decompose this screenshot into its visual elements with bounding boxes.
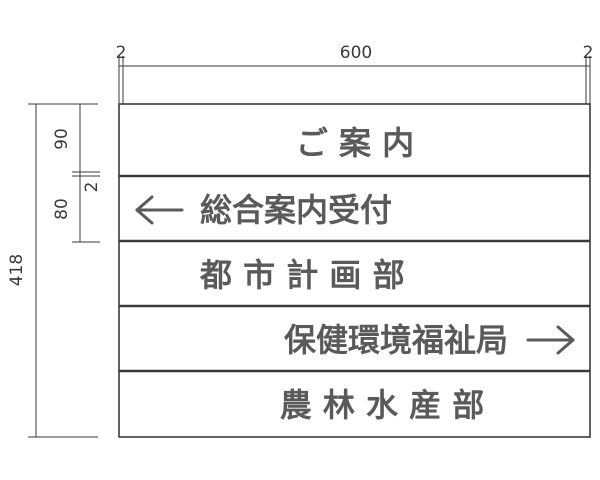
dim-header-height: 90 <box>52 128 72 150</box>
dim-total-height: 418 <box>7 254 27 286</box>
dim-row-height: 80 <box>52 198 72 220</box>
arrow-right-icon <box>526 325 575 355</box>
dim-width: 600 <box>340 43 372 63</box>
total-height-dimension: 418 <box>7 103 98 438</box>
sign-row-urban-planning: 都 市 計 画 部 <box>199 256 405 294</box>
sign-panel: ご 案 内 総合案内受付 都 市 計 画 部 保健環境福祉局 農 林 水 産 部 <box>118 103 591 438</box>
top-dimension: 2 600 2 <box>116 43 594 104</box>
dim-right-margin: 2 <box>583 43 594 63</box>
sign-row-reception: 総合案内受付 <box>200 191 392 229</box>
sign-row-health-welfare: 保健環境福祉局 <box>284 321 508 359</box>
dim-left-margin: 2 <box>116 43 127 63</box>
dim-gap: 2 <box>82 182 102 193</box>
sign-row-header: ご 案 内 <box>296 124 414 162</box>
arrow-left-icon <box>135 195 184 225</box>
section-dimensions: 90 2 80 <box>52 104 102 243</box>
sign-row-agriculture: 農 林 水 産 部 <box>280 386 485 424</box>
